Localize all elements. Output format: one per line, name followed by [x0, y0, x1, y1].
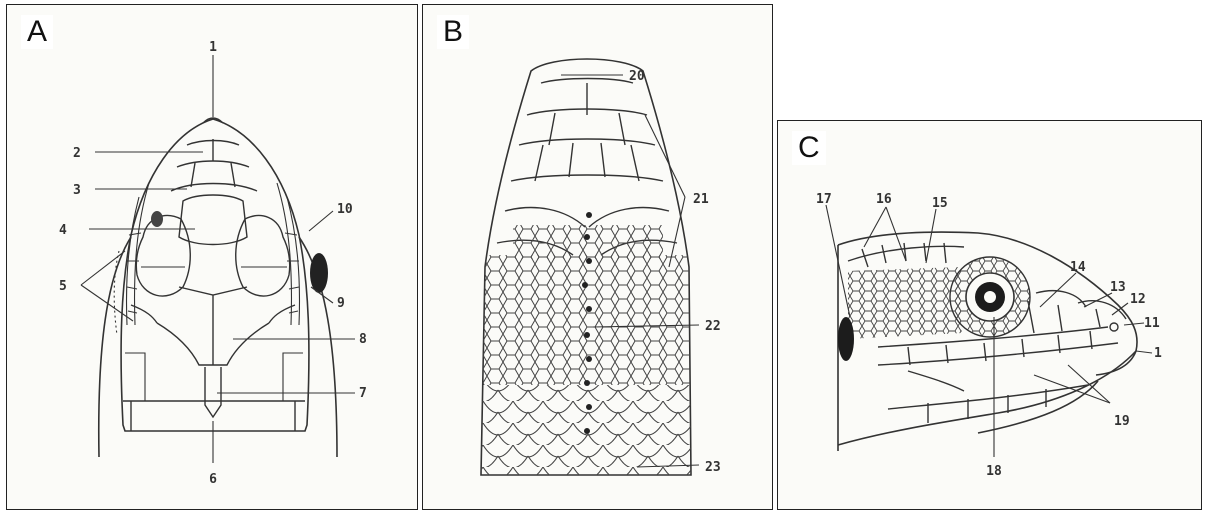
callout-label: 1 [209, 40, 217, 55]
panel-label-b: B [437, 15, 469, 49]
callout-label: 7 [359, 386, 367, 401]
callout-label: 4 [59, 223, 67, 238]
callout-label: 9 [337, 296, 345, 311]
panel-a: A [6, 4, 418, 510]
callout-label: 18 [986, 464, 1002, 479]
head-dorsal-drawing: 1 2 3 4 5 10 9 8 7 6 [7, 5, 418, 510]
head-ventral-drawing: 20 21 22 23 [423, 5, 773, 510]
callout-label: 12 [1130, 292, 1146, 307]
callout-label: 17 [816, 192, 832, 207]
nostril [1110, 323, 1118, 331]
callout-label: 3 [73, 183, 81, 198]
callout-label: 1 [1154, 346, 1162, 361]
callout-label: 23 [705, 460, 721, 475]
head-lateral-drawing: 17 16 15 14 13 12 11 1 18 19 [778, 121, 1202, 510]
callout-label: 10 [337, 202, 353, 217]
callout-label: 5 [59, 279, 67, 294]
panel-label-c: C [792, 131, 826, 165]
gular-scales [463, 225, 723, 477]
callout-label: 22 [705, 319, 721, 334]
panel-c: C [777, 120, 1202, 510]
callout-label: 2 [73, 146, 81, 161]
callout-label: 13 [1110, 280, 1126, 295]
callout-label: 15 [932, 196, 948, 211]
callout-label: 21 [693, 192, 709, 207]
ear-opening [838, 317, 854, 361]
callout-label: 6 [209, 472, 217, 487]
callout-label: 14 [1070, 260, 1086, 275]
panel-b: B [422, 4, 773, 510]
callout-label: 8 [359, 332, 367, 347]
eye [966, 273, 1014, 321]
panel-label-a: A [21, 15, 53, 49]
callout-label: 11 [1144, 316, 1160, 331]
callout-label: 16 [876, 192, 892, 207]
callout-label: 19 [1114, 414, 1130, 429]
callout-label: 20 [629, 69, 645, 84]
head-outline [99, 118, 337, 457]
